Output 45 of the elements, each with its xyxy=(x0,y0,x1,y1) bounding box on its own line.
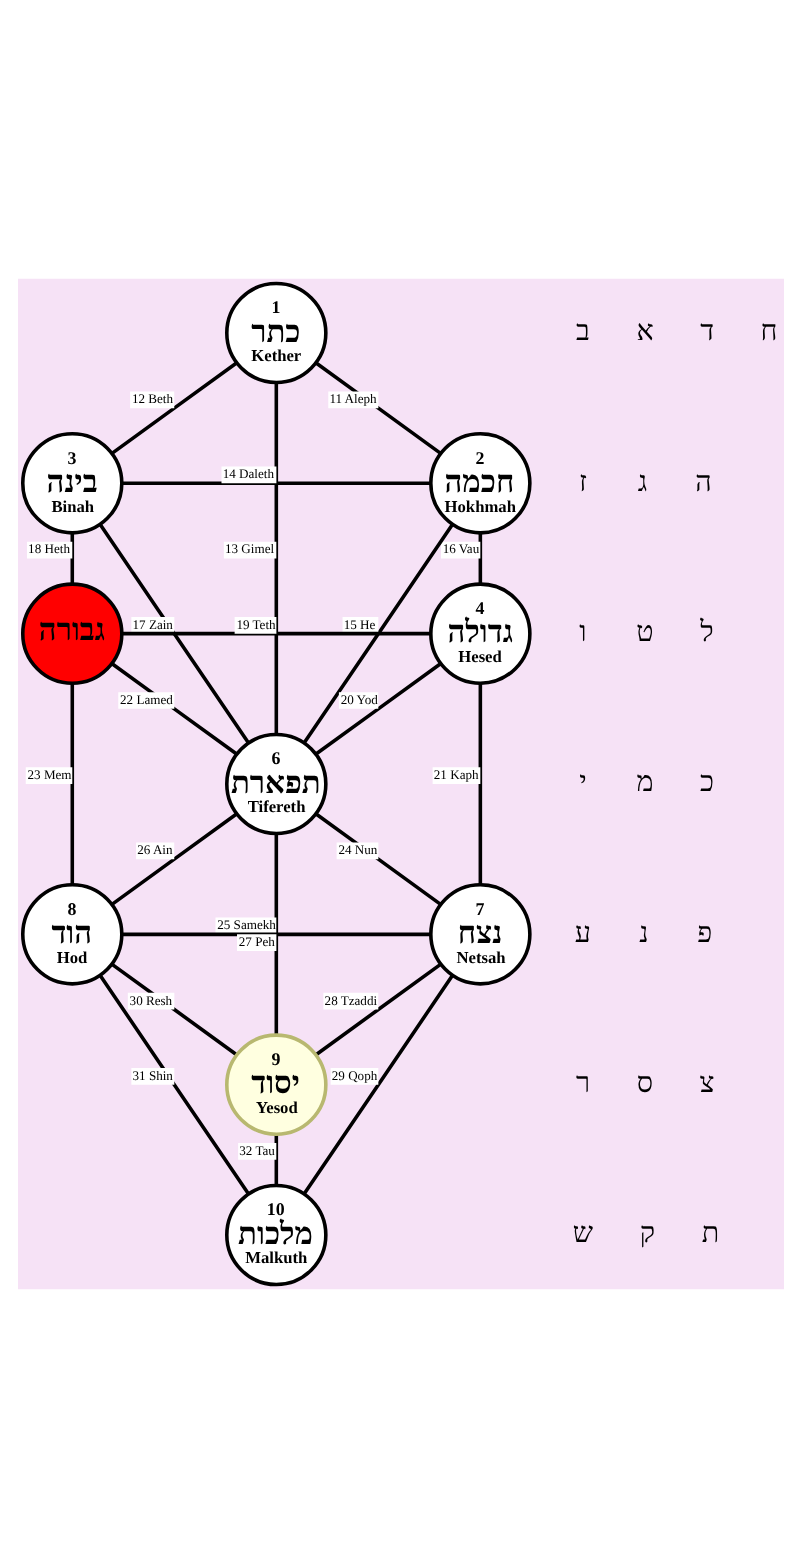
label: ק xyxy=(638,1218,655,1251)
connector xyxy=(314,962,441,1057)
node-circle: גבורה xyxy=(20,582,123,685)
connector xyxy=(314,812,441,906)
label: ז xyxy=(577,466,586,499)
label: ש xyxy=(571,1218,593,1251)
label: ו xyxy=(578,617,586,650)
label: ג xyxy=(636,466,647,499)
label: ט xyxy=(635,617,653,650)
connector xyxy=(69,683,74,885)
connector xyxy=(477,532,482,584)
connector xyxy=(97,523,249,744)
label: ע xyxy=(573,917,591,950)
connector xyxy=(121,631,430,636)
label: י xyxy=(578,767,586,800)
connector xyxy=(69,532,74,584)
label: א xyxy=(635,316,653,349)
connector xyxy=(121,481,430,486)
label: ל xyxy=(699,617,713,650)
connector xyxy=(273,382,278,735)
connector xyxy=(301,974,453,1195)
label: צ xyxy=(698,1068,714,1101)
connector xyxy=(314,662,441,756)
label: ת xyxy=(700,1218,719,1251)
label: ה xyxy=(694,466,711,499)
label: פ xyxy=(696,917,712,950)
connector xyxy=(273,1134,278,1186)
label: ח xyxy=(759,316,777,349)
label: ב xyxy=(575,316,589,349)
label: נ xyxy=(638,917,648,950)
label: ד xyxy=(699,316,713,349)
connector xyxy=(109,361,237,455)
connector xyxy=(109,812,237,906)
label: ס xyxy=(635,1068,653,1101)
connector xyxy=(477,683,482,885)
connector xyxy=(301,523,453,744)
connector xyxy=(121,932,430,937)
connector xyxy=(97,974,249,1195)
connector xyxy=(314,361,441,455)
label: מ xyxy=(635,767,653,800)
connector xyxy=(273,833,278,1035)
label: ר xyxy=(574,1068,589,1101)
connector xyxy=(110,962,237,1057)
connector xyxy=(110,662,237,756)
label: כ xyxy=(699,767,714,800)
